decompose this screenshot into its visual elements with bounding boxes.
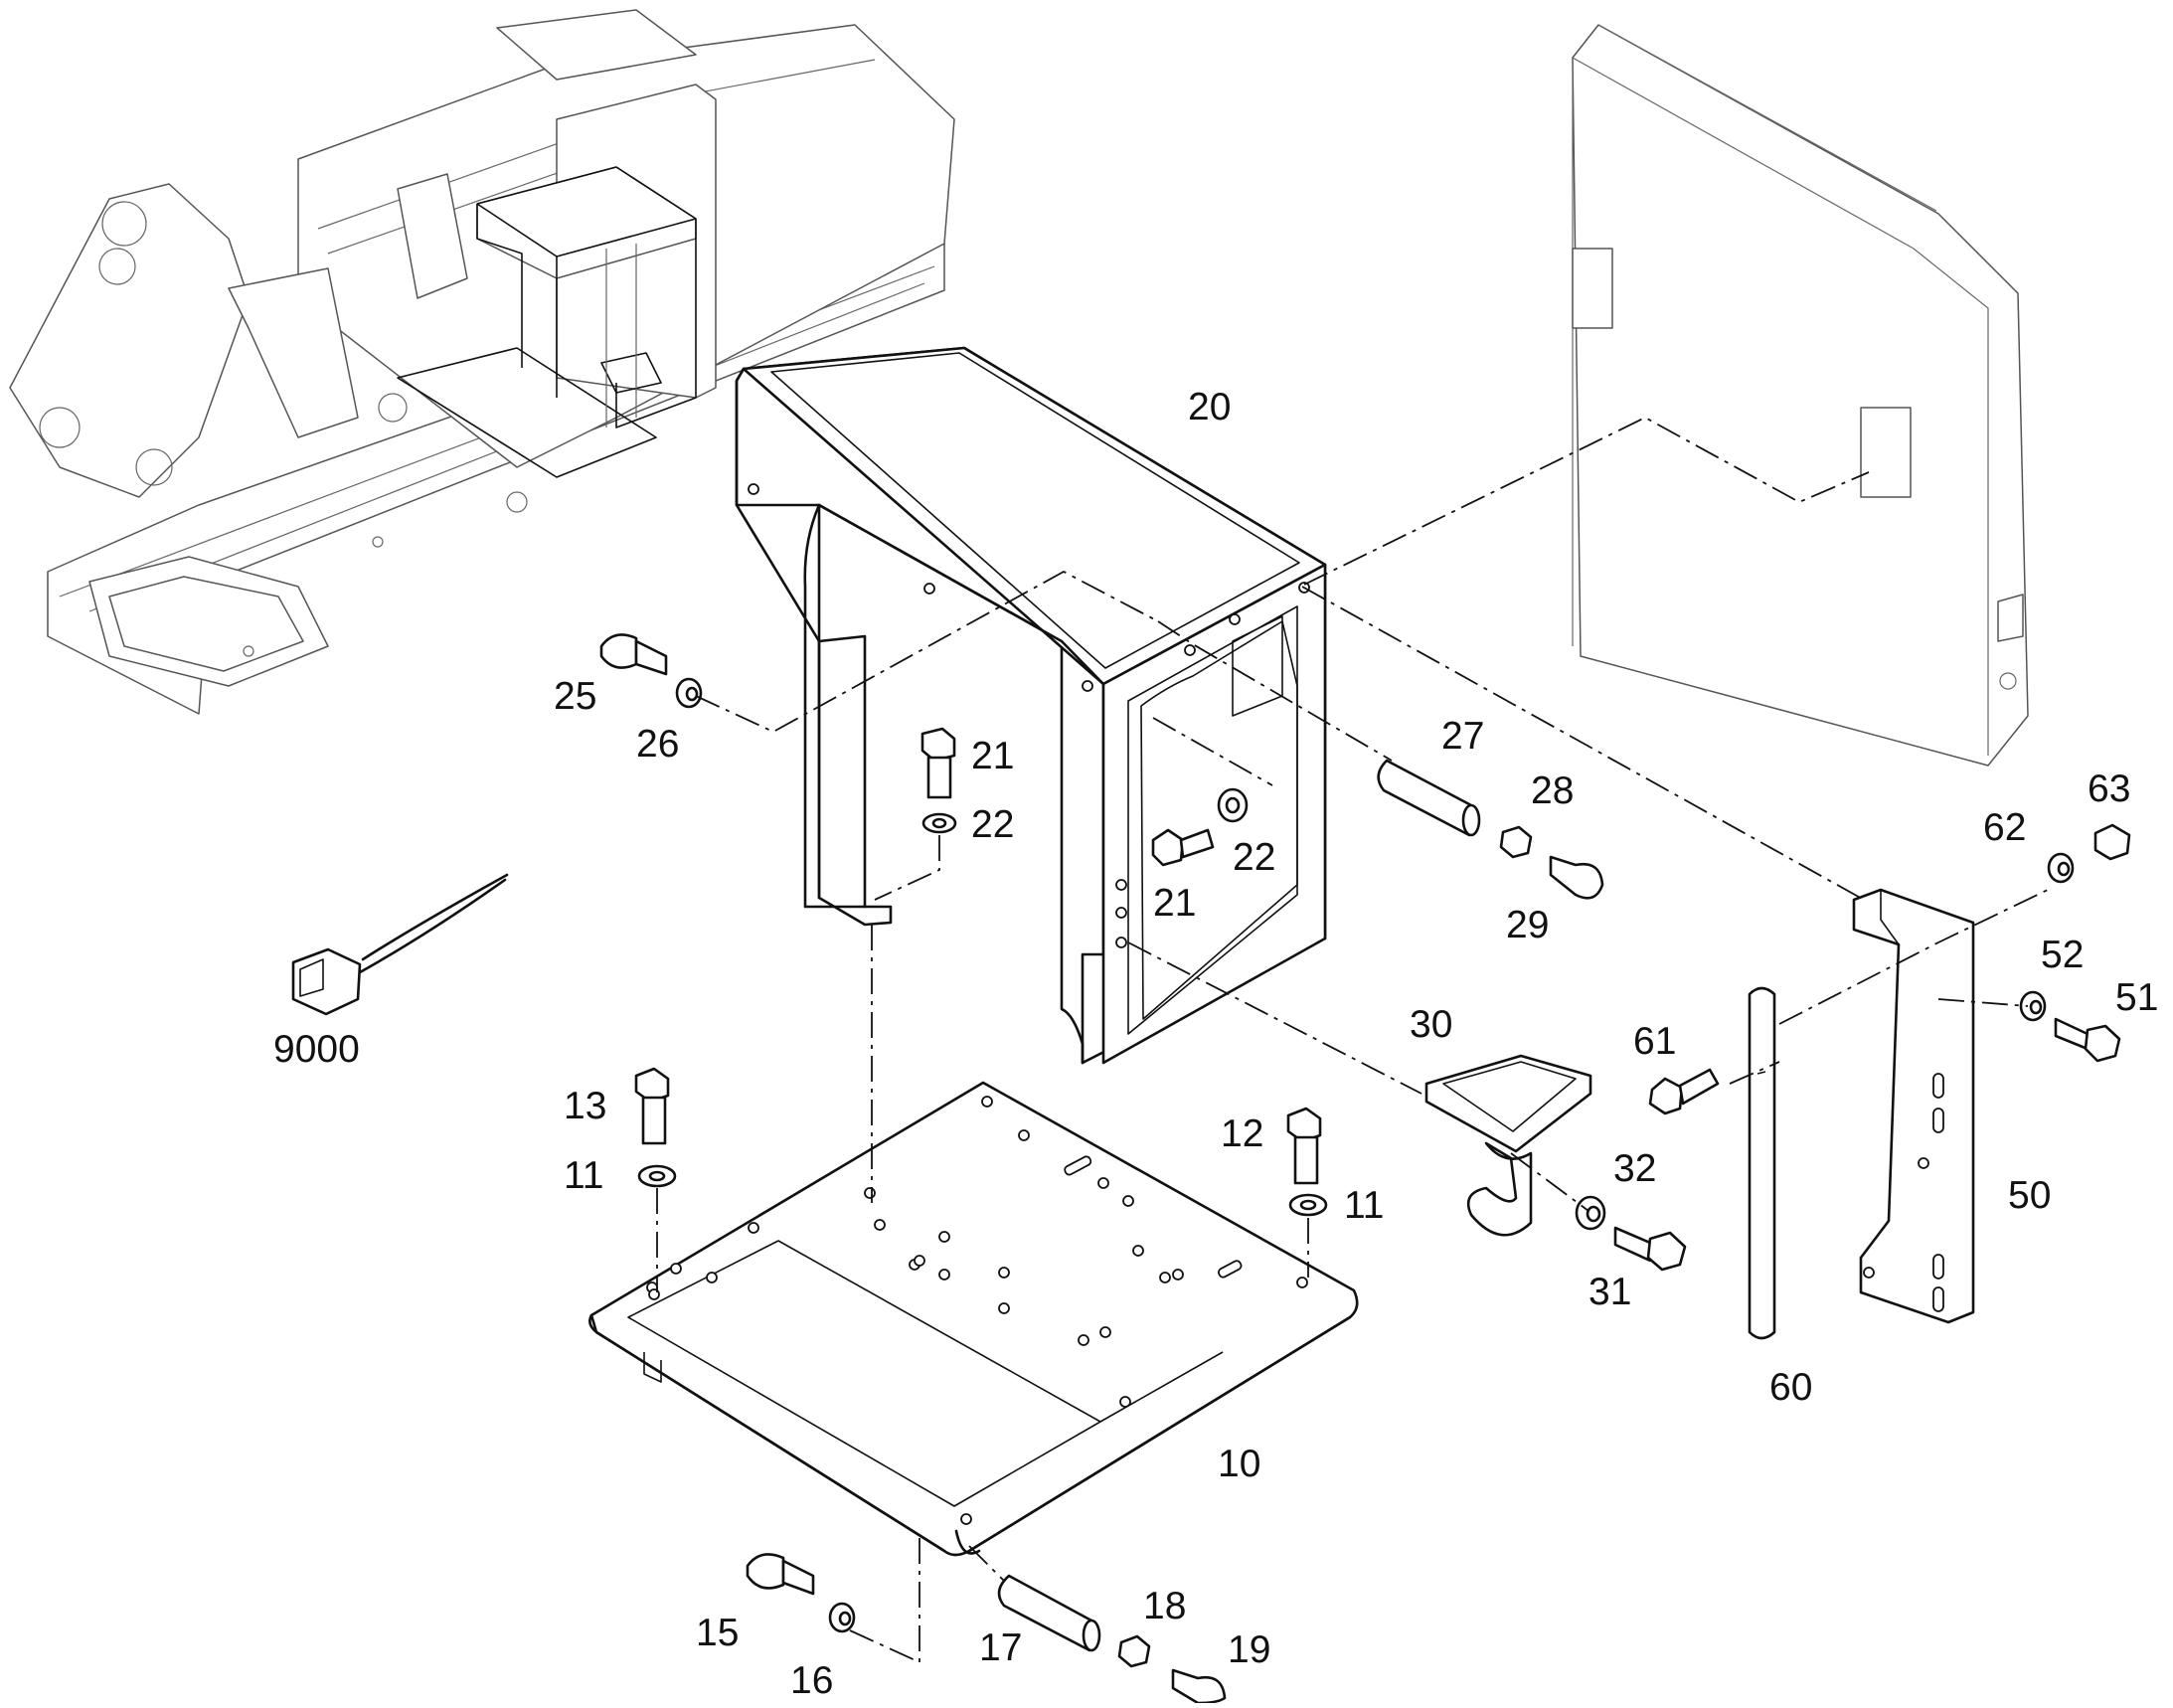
part-9000-connector (291, 873, 509, 1016)
callout-28: 28 (1531, 769, 1574, 812)
callout-30: 30 (1410, 1003, 1452, 1046)
callout-15: 15 (696, 1612, 739, 1654)
part-60-handle (1748, 986, 1776, 1340)
part-20-console (735, 346, 1327, 1065)
part-30-step (1424, 1054, 1592, 1237)
callout-60: 60 (1769, 1366, 1812, 1409)
callout-22: 22 (971, 803, 1014, 846)
callout-61: 61 (1633, 1020, 1676, 1063)
callout-18: 18 (1143, 1585, 1186, 1627)
callout-9000: 9000 (273, 1028, 360, 1071)
callout-50: 50 (2008, 1174, 2051, 1217)
callout-19: 19 (1228, 1628, 1270, 1671)
callout-29: 29 (1506, 904, 1549, 946)
callout-62: 62 (1983, 806, 2026, 849)
callout-labels: 20 25 26 21 22 27 28 22 21 29 63 62 52 5… (273, 386, 2158, 1702)
callout-32: 32 (1613, 1147, 1656, 1190)
machine-frame-context (9, 9, 955, 715)
assembly-centerlines (656, 416, 2049, 1664)
callout-17: 17 (979, 1626, 1022, 1669)
callout-11: 11 (564, 1154, 604, 1197)
callout-10: 10 (1218, 1443, 1260, 1485)
callout-21: 21 (971, 735, 1014, 777)
callout-63: 63 (2088, 768, 2130, 810)
callout-11b: 11 (1344, 1184, 1385, 1227)
side-panel-context (1572, 24, 2029, 767)
callout-20: 20 (1188, 386, 1231, 428)
callout-26: 26 (636, 723, 679, 766)
callout-25: 25 (554, 675, 596, 718)
callout-31: 31 (1588, 1271, 1631, 1313)
callout-13: 13 (564, 1085, 606, 1127)
callout-52: 52 (2041, 934, 2084, 976)
fasteners (599, 633, 2131, 1705)
part-50-bracket (1852, 888, 1975, 1324)
callout-22b: 22 (1233, 836, 1275, 879)
callout-51: 51 (2115, 976, 2158, 1019)
part-10-base-plate (588, 1081, 1359, 1557)
callout-27: 27 (1441, 715, 1484, 758)
callout-21b: 21 (1153, 882, 1196, 925)
callout-12: 12 (1221, 1112, 1263, 1155)
callout-16: 16 (790, 1659, 833, 1702)
